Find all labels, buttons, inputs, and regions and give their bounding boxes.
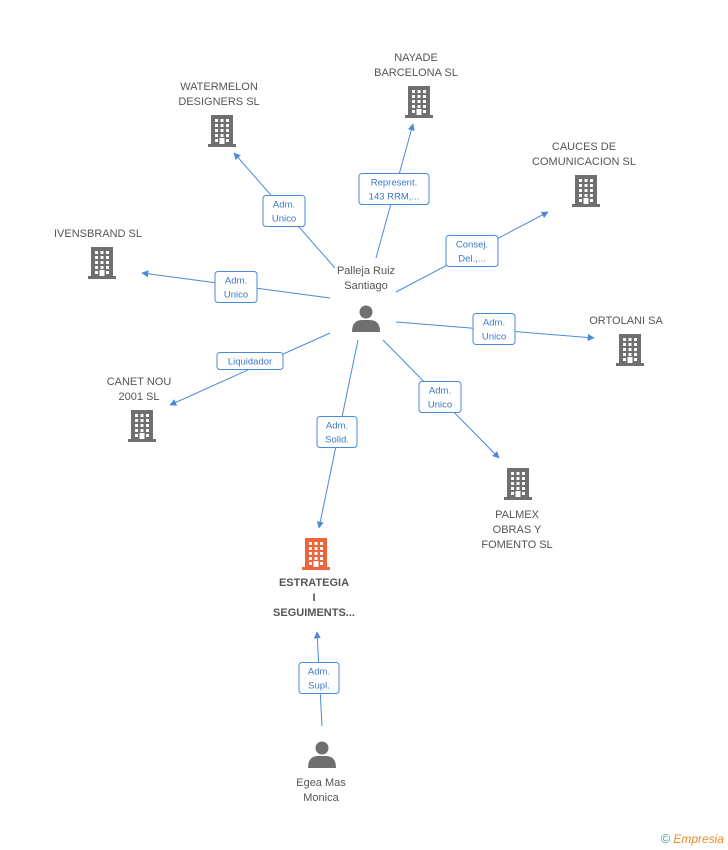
node-label: ESTRATEGIA xyxy=(279,577,349,589)
node-label: OBRAS Y xyxy=(493,524,542,536)
edge-label-text: Adm. xyxy=(483,318,505,329)
building-icon[interactable] xyxy=(128,410,156,442)
edges-layer: Represent.143 RRM,...Adm.UnicoConsej.Del… xyxy=(141,123,595,727)
edge-label-text: Supl. xyxy=(308,681,330,692)
edge-label-box[interactable] xyxy=(472,313,516,345)
node-label: SEGUIMENTS... xyxy=(273,607,355,619)
node-label: PALMEX xyxy=(495,509,539,521)
node-estrategia[interactable]: ESTRATEGIA I SEGUIMENTS... xyxy=(273,538,355,619)
edge-estrategia: Adm. Solid. xyxy=(316,339,359,529)
footer-brand[interactable]: ©Empresia xyxy=(661,831,724,846)
copyright-icon: © xyxy=(660,831,671,846)
edge-label-box[interactable] xyxy=(316,416,358,448)
node-label: Monica xyxy=(303,792,339,804)
edge-label-text: Unico xyxy=(272,214,296,225)
node-label: FOMENTO SL xyxy=(481,539,552,551)
edge-label-box[interactable] xyxy=(262,195,306,227)
edge-watermelon: Adm. Unico xyxy=(233,152,336,269)
building-icon[interactable] xyxy=(572,175,600,207)
node-ortolani[interactable]: ORTOLANI SA xyxy=(589,315,663,366)
edge-label-text: Del.,... xyxy=(458,254,485,265)
edge-label-box[interactable] xyxy=(216,352,284,370)
edge-label-text: Adm. xyxy=(225,276,247,287)
edge-label-text: Unico xyxy=(428,400,452,411)
node-label: IVENSBRAND SL xyxy=(54,228,142,240)
edge-label-text: Adm. xyxy=(273,200,295,211)
edge-label-text: Adm. xyxy=(308,667,330,678)
building-icon[interactable] xyxy=(208,115,236,147)
edge-palmex: Adm. Unico xyxy=(382,339,500,459)
node-label: Santiago xyxy=(344,280,387,292)
edge-label-text: 143 RRM,... xyxy=(369,192,420,203)
edge-label-text: Liquidador xyxy=(228,357,272,368)
edge-ivensbrand: Adm. Unico xyxy=(141,270,331,303)
edge-label-text: Consej. xyxy=(456,240,488,251)
edge-label-box[interactable] xyxy=(418,381,462,413)
edge-label-text: Unico xyxy=(224,290,248,301)
node-ivensbrand[interactable]: IVENSBRAND SL xyxy=(54,228,142,279)
node-label: DESIGNERS SL xyxy=(178,96,259,108)
node-label: NAYADE xyxy=(394,52,438,64)
edge-label-text: Adm. xyxy=(429,386,451,397)
edge-label-text: Adm. xyxy=(326,421,348,432)
edge-ortolani: Adm. Unico xyxy=(395,313,595,345)
edge-cauces: Consej. Del.,... xyxy=(395,211,549,293)
edge-label-box[interactable] xyxy=(298,662,340,694)
node-label: ORTOLANI SA xyxy=(589,315,663,327)
edge-label-text: Solid. xyxy=(325,435,349,446)
edge-nayade: Represent. 143 RRM,... xyxy=(358,123,430,259)
edge-label-text: Unico xyxy=(482,332,506,343)
edge-estrategia: Adm. Supl. xyxy=(298,631,340,727)
edge-label-box[interactable] xyxy=(358,173,430,205)
edge-label-box[interactable] xyxy=(214,271,258,303)
node-label: Palleja Ruiz xyxy=(337,265,395,277)
person-icon[interactable] xyxy=(352,305,380,333)
node-label: WATERMELON xyxy=(180,81,258,93)
building-icon[interactable] xyxy=(88,247,116,279)
node-palmex[interactable]: PALMEX OBRAS Y FOMENTO SL xyxy=(481,468,553,551)
edge-label-box[interactable] xyxy=(445,235,499,267)
person-icon[interactable] xyxy=(308,741,336,769)
edge-label-text: Represent. xyxy=(371,178,417,189)
node-nayade[interactable]: NAYADE BARCELONA SL xyxy=(374,52,458,118)
node-label: BARCELONA SL xyxy=(374,67,458,79)
node-label: COMUNICACION SL xyxy=(532,156,636,168)
node-label: Egea Mas xyxy=(296,777,346,789)
brand-logo-text: Empresia xyxy=(673,832,724,846)
edge-canet: Liquidador xyxy=(169,332,331,406)
node-cauces[interactable]: CAUCES DE COMUNICACION SL xyxy=(532,141,636,207)
building-icon[interactable] xyxy=(302,538,330,570)
building-icon[interactable] xyxy=(616,334,644,366)
node-label: CANET NOU xyxy=(107,376,172,388)
node-label: I xyxy=(312,592,315,604)
node-canet[interactable]: CANET NOU 2001 SL xyxy=(107,376,172,442)
building-icon[interactable] xyxy=(405,86,433,118)
node-watermelon[interactable]: WATERMELON DESIGNERS SL xyxy=(178,81,260,147)
node-label: CAUCES DE xyxy=(552,141,616,153)
node-label: 2001 SL xyxy=(119,391,160,403)
building-icon[interactable] xyxy=(504,468,532,500)
